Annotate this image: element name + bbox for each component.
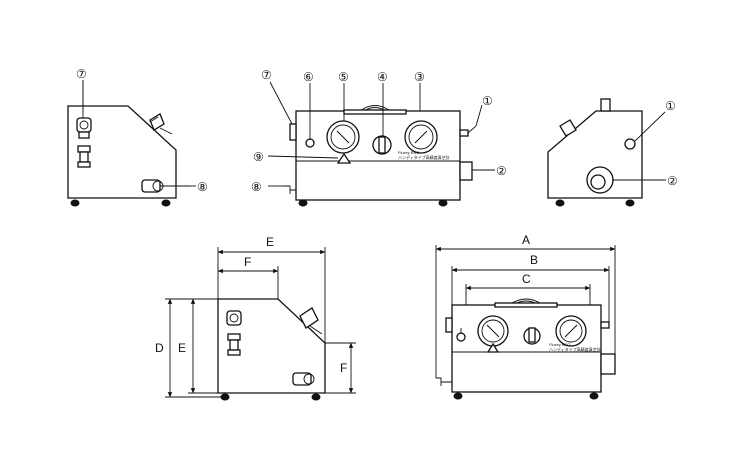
dim-label-F-top: F — [244, 255, 251, 269]
callout-2-right: ② — [667, 174, 678, 188]
dim-label-E-side: E — [178, 341, 186, 355]
panel-text-line2-dim: ハンディタイプ高精度真空計 — [549, 346, 601, 352]
dim-label-C: C — [522, 272, 531, 286]
callout-leaders — [82, 80, 666, 187]
callout-numbers: ⑦ ⑧ ⑦ ⑥ ⑤ ④ ③ ① ② ⑨ ⑧ ① ② — [76, 67, 678, 194]
callout-1-front: ① — [482, 94, 493, 108]
left-side-view — [67, 80, 190, 207]
callout-9-front: ⑨ — [253, 150, 264, 164]
dim-label-E-top: E — [266, 235, 274, 249]
callout-8-left: ⑧ — [197, 180, 208, 194]
dim-label-A: A — [522, 233, 530, 247]
dimensioned-front-view: Fluxey BSO ハンディタイプ高精度真空計 — [435, 245, 616, 400]
right-side-view — [547, 98, 643, 207]
callout-8-front: ⑧ — [251, 180, 262, 194]
panel-text-line1: Fluxey BSO — [398, 150, 419, 155]
callout-6-front: ⑥ — [303, 70, 314, 84]
callout-1-right: ① — [665, 99, 676, 113]
callout-5-front: ⑤ — [338, 70, 349, 84]
callout-2-front: ② — [496, 164, 507, 178]
callout-7-left: ⑦ — [76, 67, 87, 81]
panel-text-line1-dim: Fluxey BSO — [549, 342, 570, 347]
callout-4-front: ④ — [377, 70, 388, 84]
dim-label-F-side: F — [340, 361, 347, 375]
dimension-labels: E F D E F A B C — [155, 233, 538, 375]
dim-label-D: D — [155, 341, 164, 355]
dim-label-B: B — [530, 253, 538, 267]
front-view: Fluxey BSO ハンディタイプ高精度真空計 — [284, 105, 477, 207]
callout-3-front: ③ — [414, 70, 425, 84]
callout-7-front: ⑦ — [261, 68, 272, 82]
dimensioned-side-view — [165, 247, 356, 401]
panel-text-line2: ハンディタイプ高精度真空計 — [398, 154, 450, 160]
